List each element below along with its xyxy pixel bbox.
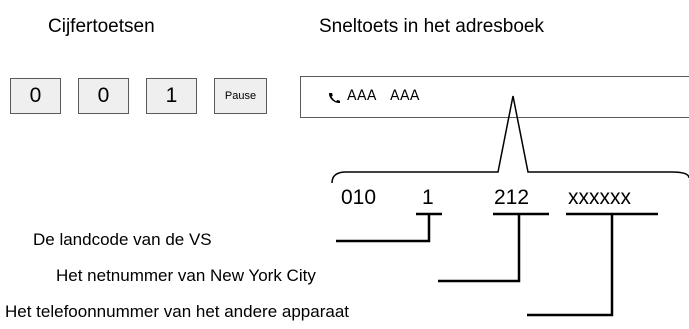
speed-dial-heading: Sneltoets in het adresboek bbox=[319, 16, 544, 37]
leader-subscriber bbox=[527, 214, 614, 317]
brace bbox=[331, 95, 689, 184]
digit-key-1[interactable]: 1 bbox=[146, 78, 197, 114]
label-subscriber: Het telefoonnummer van het andere appara… bbox=[5, 302, 350, 321]
number-country-code: 1 bbox=[422, 186, 434, 209]
pause-key[interactable]: Pause bbox=[214, 78, 267, 114]
phone-icon bbox=[328, 93, 340, 104]
digit-key-0-first[interactable]: 0 bbox=[10, 78, 61, 114]
keypad-heading: Cijfertoetsen bbox=[48, 16, 155, 37]
address-entry-name-2: AAA bbox=[390, 88, 420, 104]
address-book-speed-dial-field[interactable]: AAA AAA bbox=[300, 76, 689, 118]
number-prefix: 010 bbox=[341, 186, 377, 209]
label-area-code: Het netnummer van New York City bbox=[56, 266, 316, 285]
leader-area-code bbox=[438, 214, 521, 283]
label-country-code: De landcode van de VS bbox=[33, 230, 212, 249]
digit-key-0-second[interactable]: 0 bbox=[78, 78, 129, 114]
leader-country-code bbox=[336, 214, 431, 243]
number-subscriber: xxxxxx bbox=[568, 186, 631, 209]
address-entry-name-1: AAA bbox=[347, 88, 377, 104]
number-area-code: 212 bbox=[494, 186, 530, 209]
